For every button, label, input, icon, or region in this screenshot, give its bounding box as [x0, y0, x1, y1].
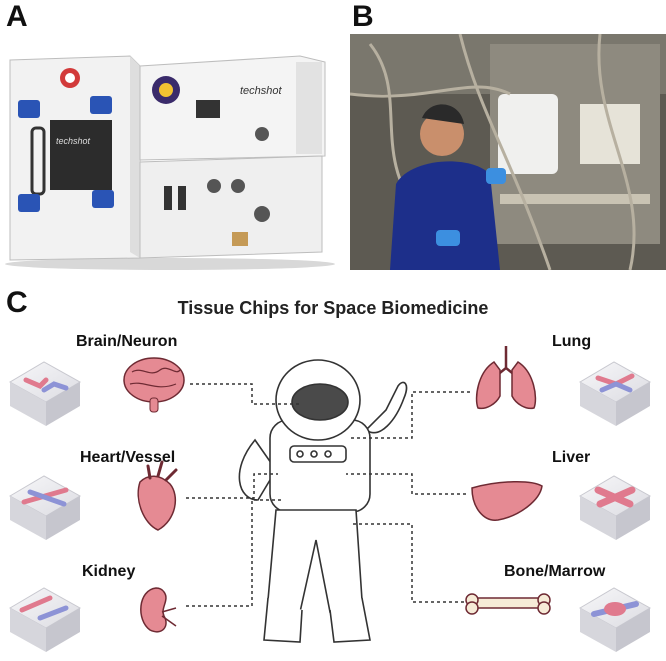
- label-lung: Lung: [552, 333, 592, 350]
- lung-icon: [475, 346, 537, 410]
- bone-icon: [465, 593, 551, 615]
- label-brain-neuron: Brain/Neuron: [76, 333, 178, 350]
- heart-icon: [137, 460, 178, 531]
- label-bone-marrow: Bone/Marrow: [504, 563, 606, 580]
- techshot-logo-right: techshot: [240, 85, 283, 97]
- techshot-logo-left: techshot: [56, 136, 91, 146]
- chip-heart: [8, 475, 82, 540]
- hardware-rack-photo: techshot techshot: [0, 38, 338, 270]
- astronaut-in-iss-photo: [350, 34, 666, 270]
- panel-label-a: A: [6, 0, 28, 33]
- connector-lines: [186, 383, 470, 607]
- liver-icon: [471, 480, 543, 521]
- panel-label-b: B: [352, 0, 374, 33]
- label-liver: Liver: [552, 449, 591, 466]
- kidney-icon: [140, 587, 177, 633]
- label-kidney: Kidney: [82, 563, 136, 580]
- label-heart-vessel: Heart/Vessel: [80, 449, 176, 466]
- chip-brain: [8, 361, 82, 426]
- chip-liver: [578, 475, 652, 540]
- chip-lung: [578, 361, 652, 426]
- astronaut-outline-icon: [238, 359, 408, 643]
- chip-bone: [578, 587, 652, 652]
- brain-icon: [123, 357, 185, 413]
- chip-kidney: [8, 587, 82, 652]
- diagram-title: Tissue Chips for Space Biomedicine: [177, 298, 489, 318]
- panel-label-c: C: [6, 286, 28, 319]
